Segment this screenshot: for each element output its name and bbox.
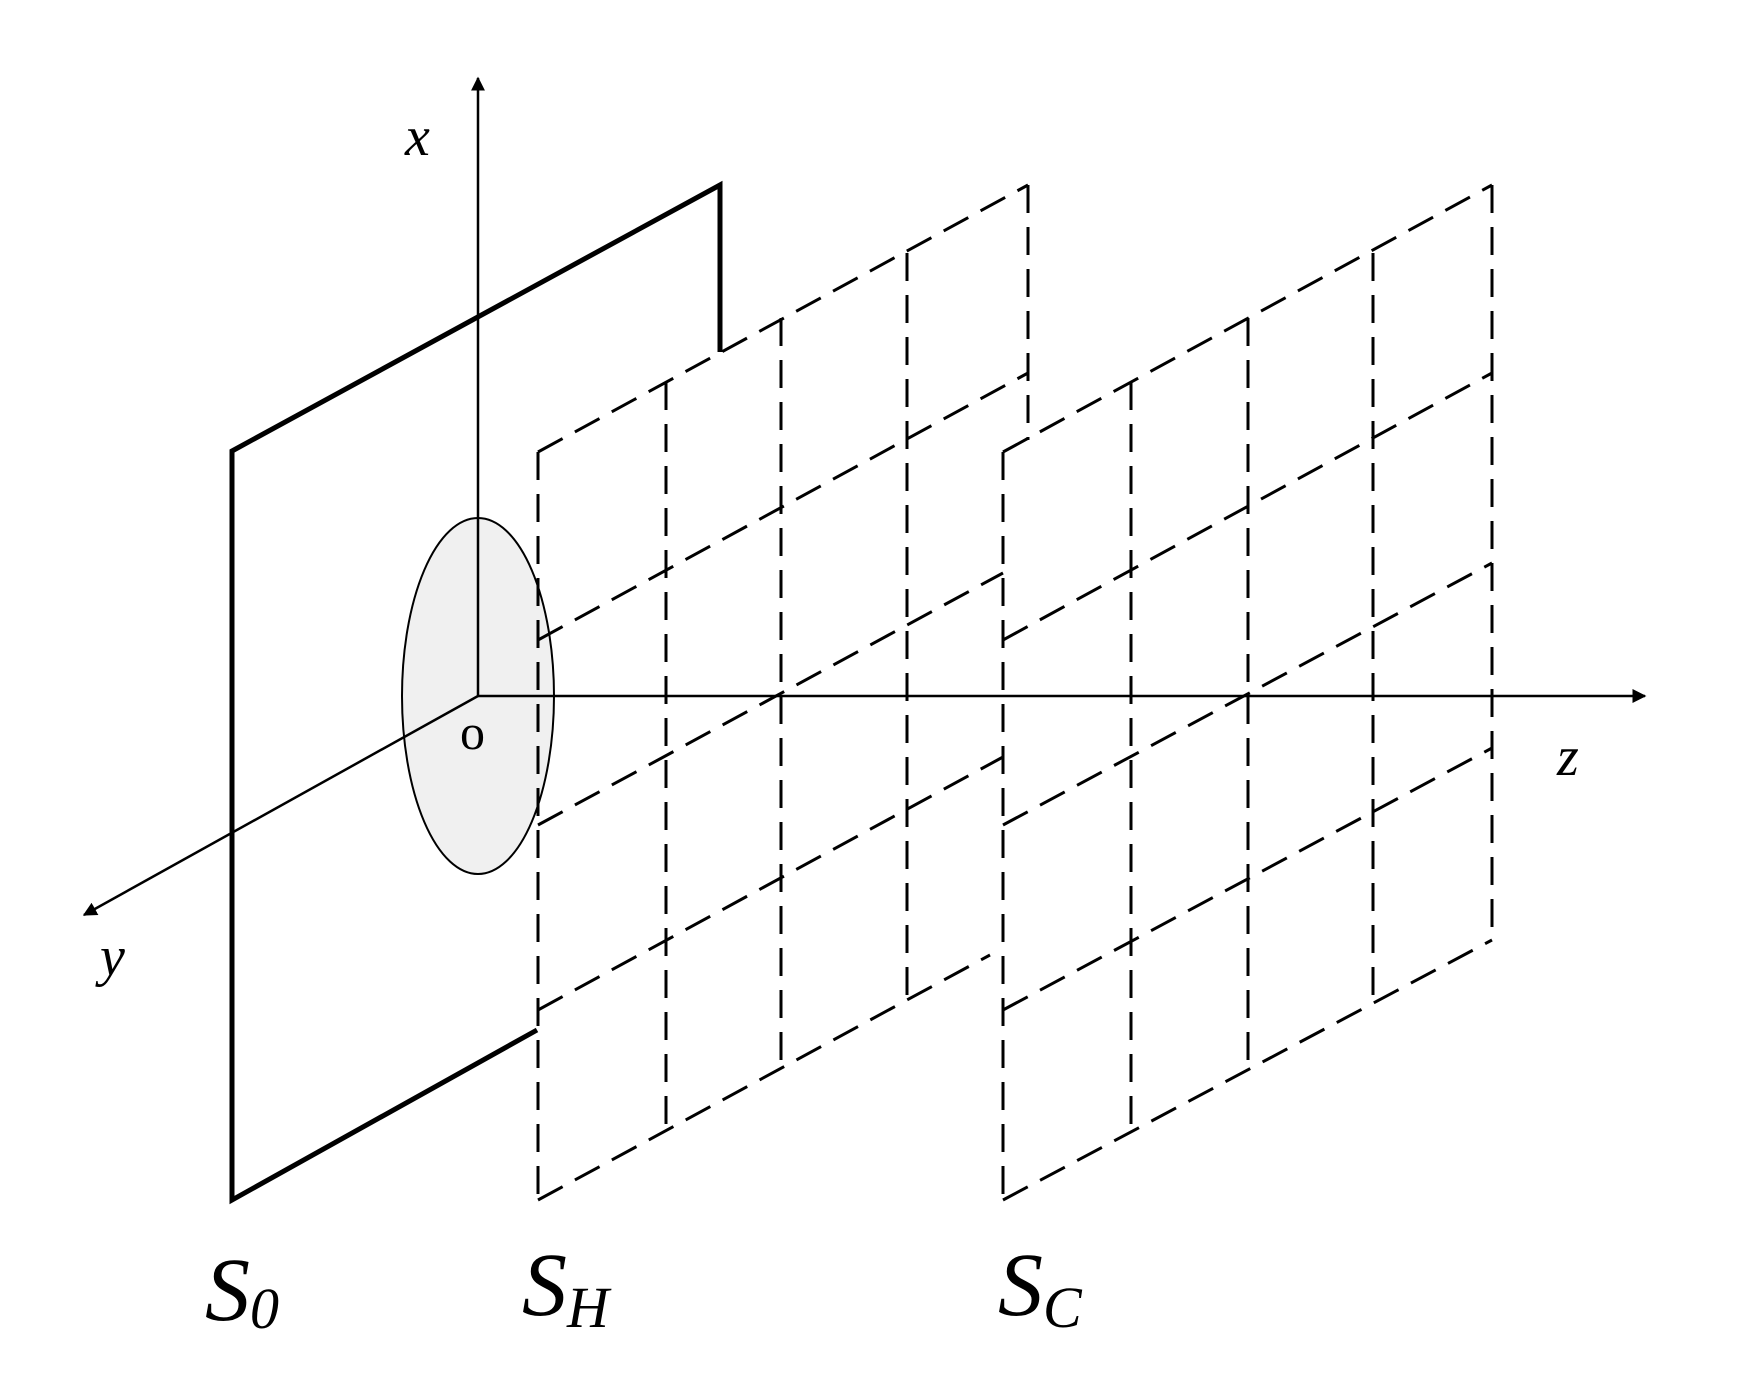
- plane-sc-label-main: S: [998, 1236, 1043, 1335]
- plane-sh-row-1: [537, 371, 1029, 642]
- origin-label: o: [460, 704, 485, 760]
- plane-sc-label-sub: C: [1043, 1275, 1083, 1340]
- plane-s0-label: S0: [205, 1241, 279, 1341]
- plane-sh: [536, 183, 1030, 1202]
- plane-sh-label-sub: H: [566, 1275, 612, 1340]
- plane-sc-row-3: [1002, 746, 1493, 1012]
- plane-sc-row-2: [1002, 561, 1493, 827]
- plane-sh-row-0: [537, 183, 1029, 454]
- y-axis-label: y: [95, 926, 125, 988]
- plane-sc-row-1: [1002, 371, 1493, 642]
- plane-sh-row-3: [537, 755, 1004, 1012]
- plane-s0-label-sub: 0: [250, 1276, 279, 1341]
- plane-sc-row-0: [1002, 183, 1493, 454]
- x-axis-label: x: [404, 106, 430, 168]
- plane-sh-row-2: [537, 571, 1004, 827]
- plane-s0-label-main: S: [205, 1241, 250, 1340]
- plane-sh-label-main: S: [522, 1236, 567, 1335]
- plane-s0-back-edge: [229, 180, 723, 1205]
- y-axis: [82, 694, 479, 917]
- plane-sh-label: SH: [522, 1236, 612, 1340]
- plane-sc: [1001, 183, 1494, 1202]
- z-axis-label: z: [1556, 726, 1579, 788]
- plane-s0: [229, 180, 723, 1205]
- plane-sh-row-4: [537, 953, 991, 1202]
- axes: [82, 76, 1647, 917]
- plane-sc-label: SC: [998, 1236, 1083, 1340]
- plane-sc-row-4: [1002, 938, 1493, 1202]
